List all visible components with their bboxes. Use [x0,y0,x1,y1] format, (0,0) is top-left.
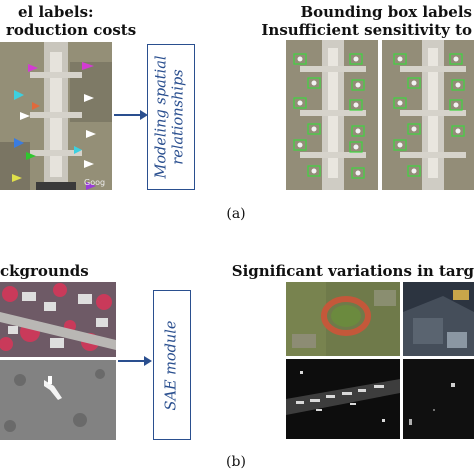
airport-pixel-label-image: Goog [0,42,112,190]
infrared-residential-image [0,282,116,357]
panel-b-left-title: ckgrounds [0,262,89,280]
panel-a-left-title-line1: el labels: [18,3,94,21]
panel-b-caption: (b) [226,454,246,470]
panel-b-arrow [118,356,152,366]
panel-a-right-title-line1: Bounding box labels [300,3,472,21]
map-watermark: Goog [84,178,106,187]
panel-b-right-title: Significant variations in targ [231,262,474,280]
airport-bbox-label-images [286,40,474,190]
sae-module-box: SAE module [153,290,191,440]
sar-grayscale-image [0,360,116,440]
module-a-line1: Modeling spatial [154,55,170,179]
panel-a-caption: (a) [226,206,246,222]
modeling-spatial-relationships-box: Modeling spatial relationships [147,44,195,190]
panel-a-left-title-line2: roduction costs [6,21,137,39]
panel-a-right-title: Bounding box labels Insufficient sensiti… [261,3,472,39]
module-a-line2: relationships [171,69,187,165]
running-track-field-image [286,282,400,356]
sae-module-label: SAE module [163,320,180,410]
building-harbor-image [403,282,474,356]
sar-dark-sea-image [403,359,474,439]
modeling-spatial-relationships-label: Modeling spatial relationships [154,55,188,178]
panel-a-right-title-line2: Insufficient sensitivity to [261,21,472,39]
panel-a-left-title: el labels: roduction costs [6,3,136,39]
panel-a-arrow [114,110,148,120]
sar-harbor-image [286,359,400,439]
